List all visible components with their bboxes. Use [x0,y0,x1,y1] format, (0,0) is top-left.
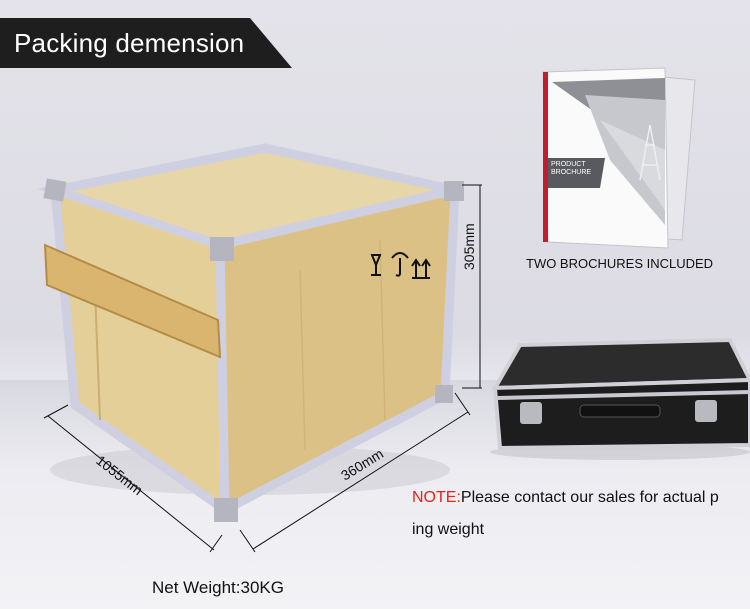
note-prefix: NOTE: [412,489,461,506]
aluminum-case [490,337,750,460]
banner-title: Packing demension [14,28,245,58]
net-weight-label: Net Weight:30KG [152,578,284,597]
note-line1: NOTE:Please contact our sales for actual… [412,489,719,507]
note-text: Please contact our sales for actual p [460,489,719,506]
height-dimension: 305mm [461,223,477,270]
brochure-caption: TWO BROCHURES INCLUDED [526,256,714,271]
note-line2: ing weight [412,521,485,538]
brochure-cover-text: PRODUCT BROCHURE [551,161,591,177]
brochures [542,67,696,249]
brochure-cover-line1: PRODUCT [551,161,586,168]
wooden-crate [37,143,464,522]
title-banner: Packing demension [0,18,292,68]
brochure-cover-line2: BROCHURE [551,169,592,176]
dimension-lines [43,184,482,553]
